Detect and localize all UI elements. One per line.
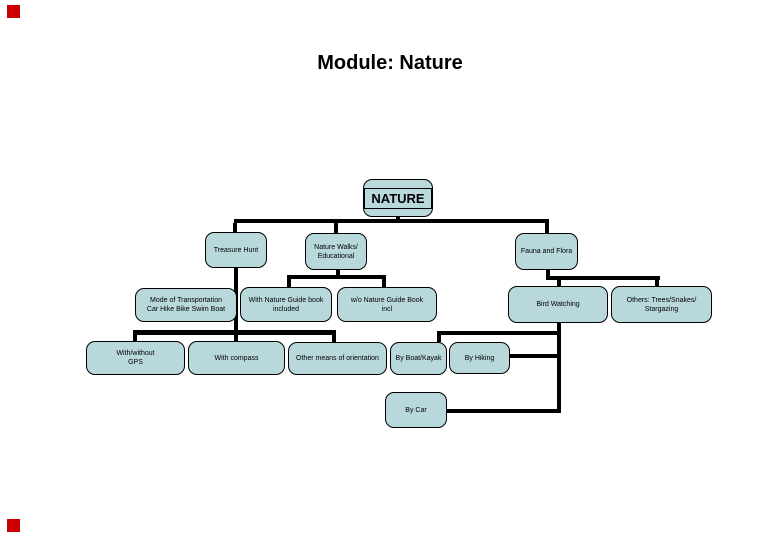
node-fauna-and-flora: Fauna and Flora	[515, 233, 578, 270]
connector-treasure-children-line	[133, 330, 336, 335]
node-others-label-line1: Others: Trees/Snakes/	[626, 296, 697, 304]
connector-stub-orientation	[332, 335, 336, 342]
node-gps-label-line2: GPS	[128, 359, 143, 366]
node-without-nature-guide-book-label-line1: w/o Nature Guide Book	[350, 296, 424, 304]
page-title: Module: Nature	[317, 52, 463, 74]
node-treasure-hunt: Treasure Hunt	[205, 232, 267, 268]
node-fauna-and-flora-label: Fauna and Flora	[520, 248, 573, 255]
node-with-without-gps: With/without GPS	[86, 341, 185, 375]
connector-stub-treasure-hunt	[233, 223, 237, 232]
node-with-compass-label: With compass	[214, 354, 259, 362]
connector-root-distribution-line	[234, 219, 549, 223]
node-nature-label: NATURE	[364, 187, 432, 209]
node-with-nature-guide-book-label-line1: With Nature Guide book	[248, 296, 324, 304]
connector-stub-with-guidebook	[287, 279, 291, 287]
connector-nature-walks-children-line	[287, 275, 386, 279]
node-by-boat-kayak: By Boat/Kayak	[390, 342, 447, 375]
connector-nature-walks-down-stub	[336, 270, 340, 277]
node-nature-walks-label-line1: Nature Walks/	[314, 243, 358, 251]
connector-stub-bird-watching	[557, 280, 561, 286]
connector-by-car-line	[447, 409, 559, 413]
connector-fauna-down-stub	[546, 270, 550, 277]
node-without-nature-guide-book-label-line2: incl	[381, 305, 393, 313]
node-by-hiking: By Hiking	[449, 342, 510, 374]
node-by-hiking-label: By Hiking	[464, 354, 495, 362]
node-gps-label-line1: With/without	[116, 350, 155, 357]
node-by-boat-kayak-label: By Boat/Kayak	[395, 355, 442, 362]
red-square-marker-top-left	[7, 5, 20, 18]
node-by-car: By Car	[385, 392, 447, 428]
connector-stub-others	[655, 280, 659, 286]
node-by-car-label: By Car	[405, 406, 427, 414]
node-others-trees-snakes-stargazing: Others: Trees/Snakes/ Stargazing	[611, 286, 712, 323]
node-without-nature-guide-book: w/o Nature Guide Book incl	[337, 287, 437, 322]
node-others-label-line2: Stargazing	[644, 305, 679, 313]
node-other-means-of-orientation: Other means of orientation	[288, 342, 387, 375]
node-mode-of-transportation: Mode of Transportation Car Hike Bike Swi…	[135, 288, 237, 322]
node-nature-walks-label-line2: Educational	[317, 252, 355, 260]
connector-stub-gps	[133, 335, 137, 341]
connector-stub-fauna-flora	[545, 223, 549, 233]
red-square-marker-bottom-left	[7, 519, 20, 532]
node-bird-watching: Bird Watching	[508, 286, 608, 323]
connector-stub-wo-guidebook	[382, 279, 386, 287]
connector-hiking-line	[510, 354, 559, 358]
connector-stub-nature-walks	[334, 223, 338, 233]
connector-boat-kayak-line	[437, 331, 559, 335]
node-nature-walks: Nature Walks/ Educational	[305, 233, 367, 270]
connector-fauna-children-line	[546, 276, 660, 280]
node-mode-of-transportation-label-line1: Mode of Transportation	[150, 297, 222, 304]
connector-stub-boat-kayak	[437, 335, 441, 342]
node-with-nature-guide-book: With Nature Guide book included	[240, 287, 332, 322]
connector-bird-watching-vertical	[557, 323, 561, 413]
node-with-compass: With compass	[188, 341, 285, 375]
connector-root-stub	[396, 215, 400, 221]
node-mode-of-transportation-label-line2: Car Hike Bike Swim Boat	[146, 306, 226, 313]
node-treasure-hunt-label: Treasure Hunt	[213, 246, 259, 254]
node-bird-watching-label: Bird Watching	[536, 301, 580, 308]
node-with-nature-guide-book-label-line2: included	[272, 305, 300, 313]
node-nature-root: NATURE	[363, 179, 433, 217]
node-other-means-of-orientation-label: Other means of orientation	[296, 355, 379, 362]
